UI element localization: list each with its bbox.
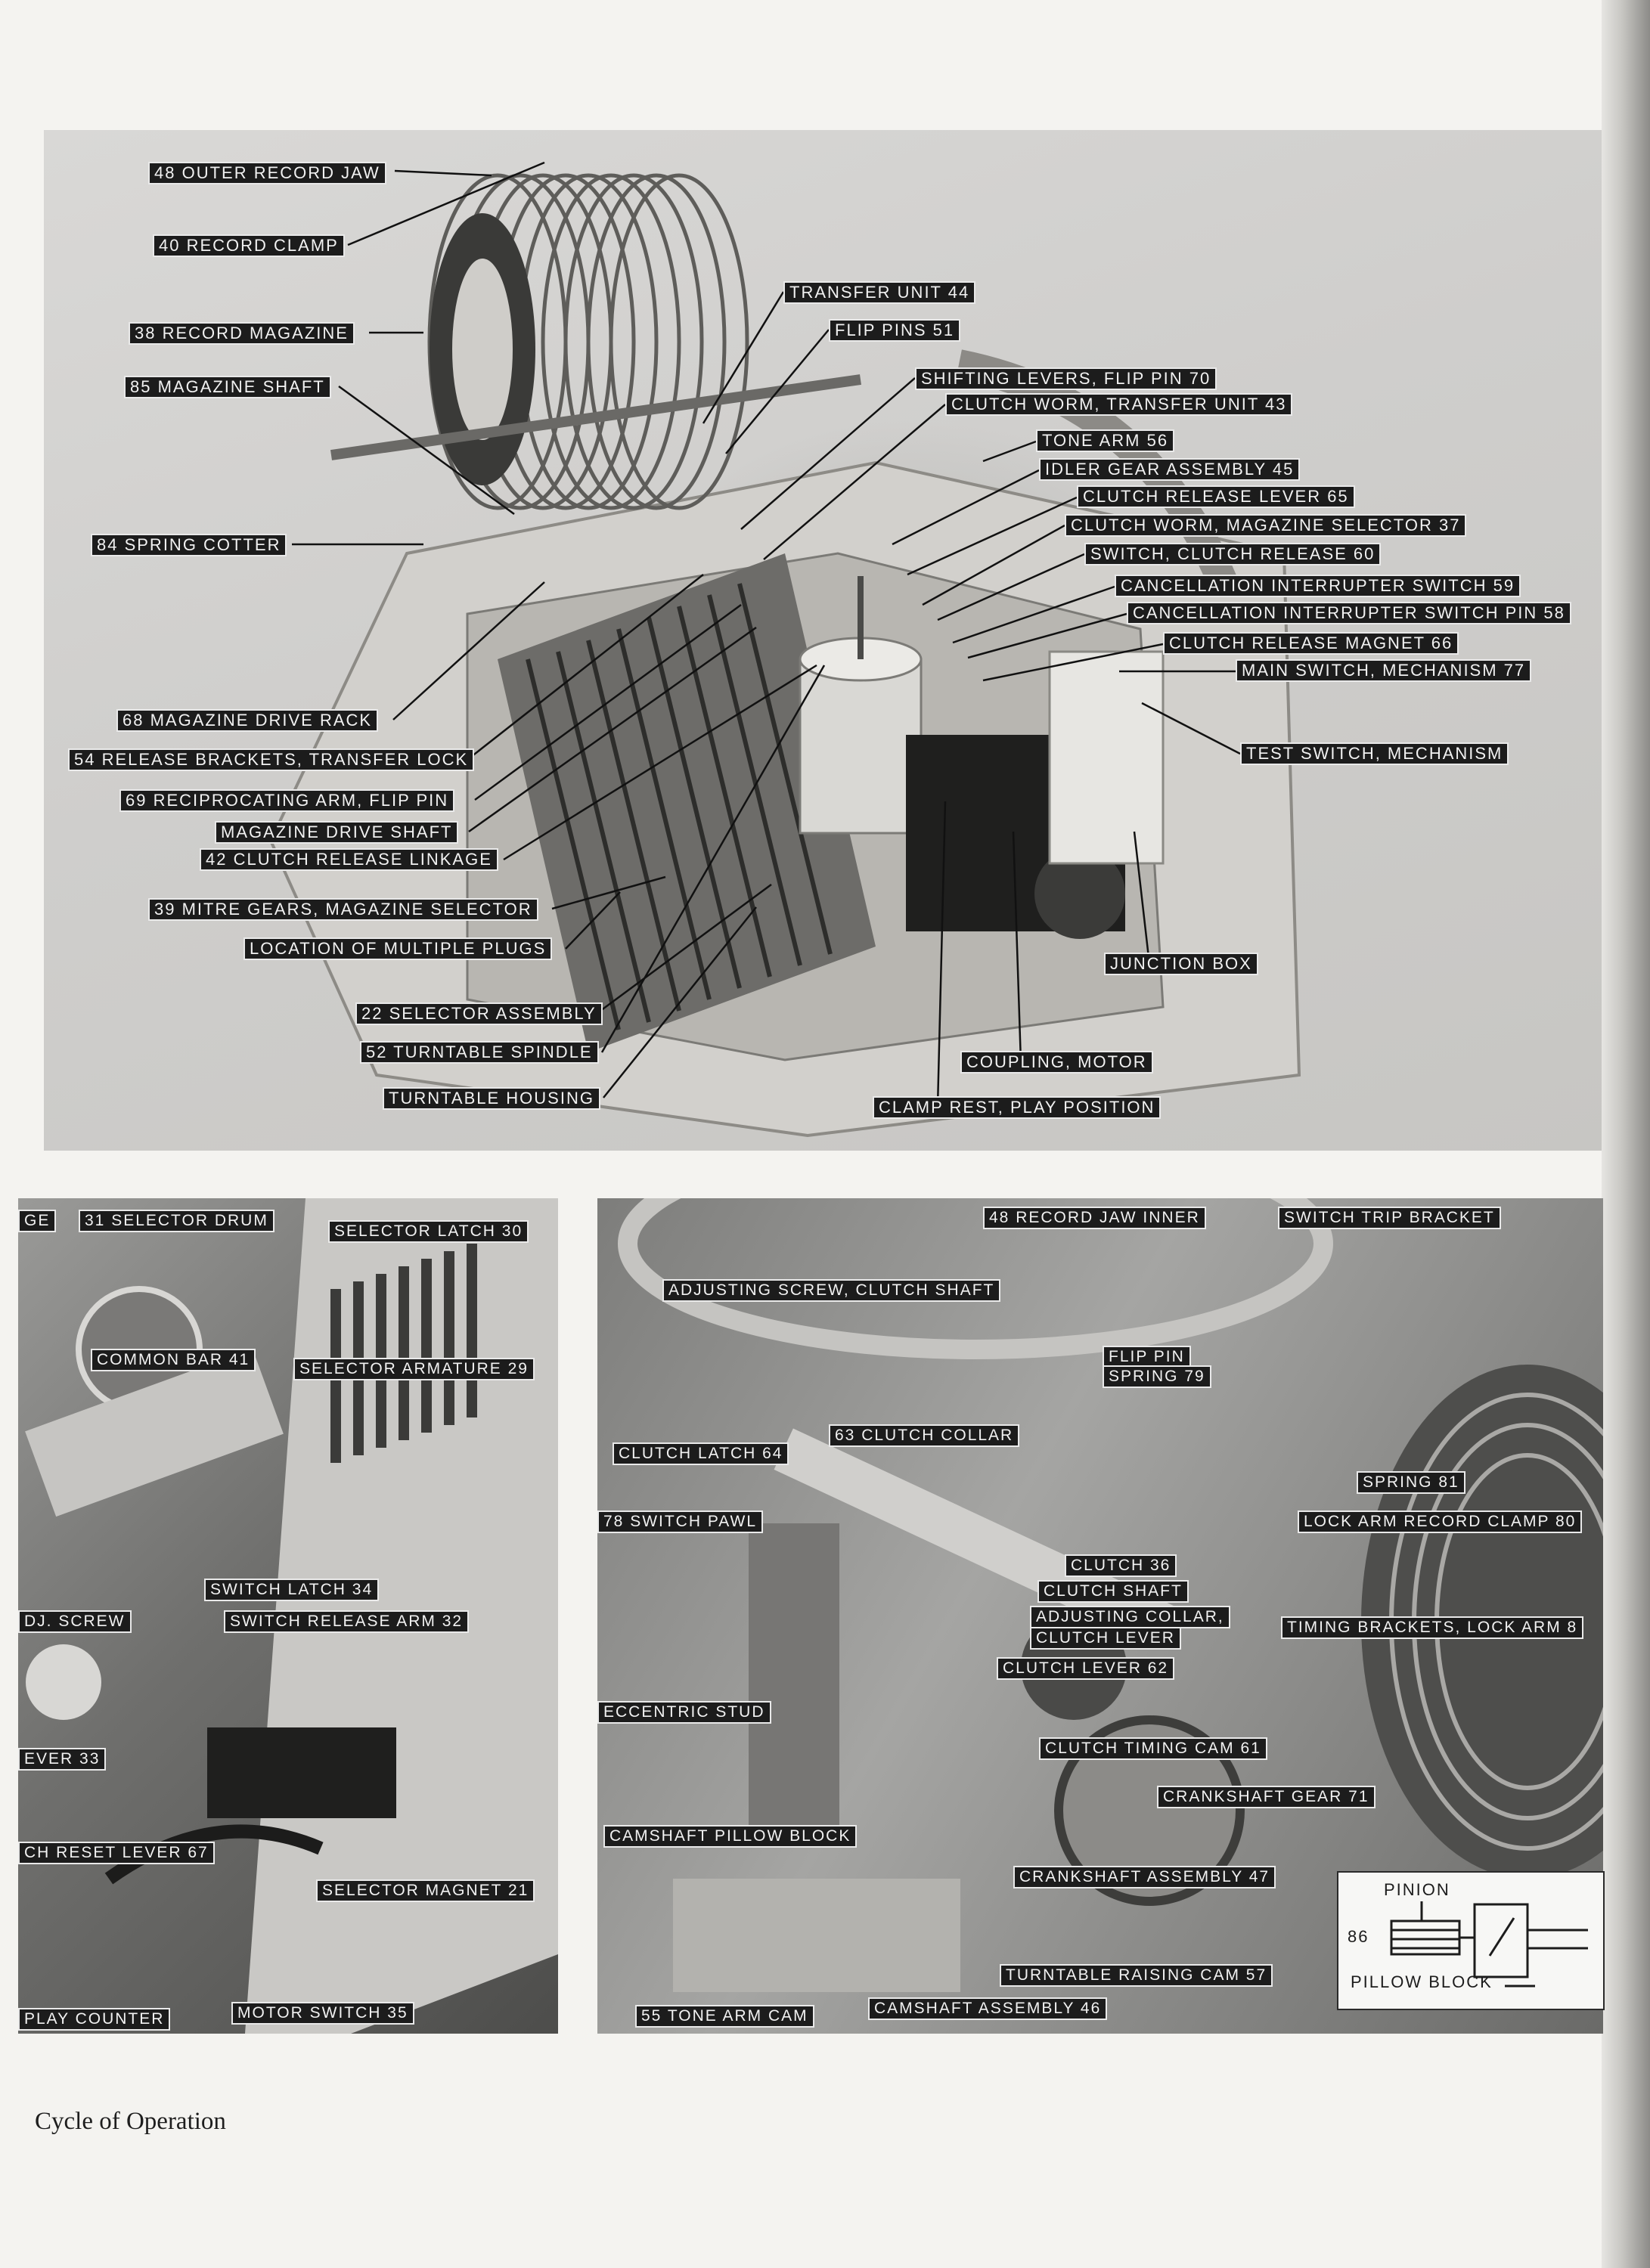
label-clutch-lever-text: CLUTCH LEVER [1030,1627,1181,1650]
label-eccentric-stud: ECCENTRIC STUD [597,1701,771,1724]
label-switch-latch: SWITCH LATCH 34 [204,1579,380,1601]
label-clutch-shaft: CLUTCH SHAFT [1037,1580,1189,1603]
inset-number-label: 86 [1348,1927,1369,1946]
label-spring-cotter: 84 SPRING COTTER [91,534,287,556]
label-lever-33: EVER 33 [18,1748,107,1771]
label-main-switch: MAIN SWITCH, MECHANISM 77 [1236,659,1532,682]
label-reciprocating-arm: 69 RECIPROCATING ARM, FLIP PIN [119,789,455,812]
label-shifting-levers: SHIFTING LEVERS, FLIP PIN 70 [915,367,1217,390]
label-play-counter: PLAY COUNTER [18,2008,171,2031]
page-caption: Cycle of Operation [35,2108,226,2135]
pinion-drawing [1390,1901,1588,1988]
label-tone-arm: TONE ARM 56 [1036,429,1175,452]
label-adj-screw: DJ. SCREW [18,1610,132,1633]
label-clutch-collar: 63 CLUTCH COLLAR [829,1424,1020,1447]
label-ge: GE [18,1210,57,1232]
label-camshaft-pillow-block: CAMSHAFT PILLOW BLOCK [603,1825,858,1848]
label-flip-pin: FLIP PIN [1103,1346,1191,1368]
label-tone-arm-cam: 55 TONE ARM CAM [635,2005,814,2028]
label-reset-lever: CH RESET LEVER 67 [18,1842,215,1864]
label-turntable-spindle: 52 TURNTABLE SPINDLE [360,1041,599,1064]
label-record-jaw-inner: 48 RECORD JAW INNER [983,1207,1206,1229]
label-selector-assembly: 22 SELECTOR ASSEMBLY [355,1002,603,1025]
label-outer-record-jaw: 48 OUTER RECORD JAW [148,162,386,184]
label-mitre-gears: 39 MITRE GEARS, MAGAZINE SELECTOR [148,898,538,921]
label-test-switch: TEST SWITCH, MECHANISM [1240,742,1509,765]
label-selector-magnet: SELECTOR MAGNET 21 [316,1879,535,1902]
label-magazine-drive-rack: 68 MAGAZINE DRIVE RACK [116,709,379,732]
label-record-magazine: 38 RECORD MAGAZINE [129,322,355,345]
label-idler-gear-assembly: IDLER GEAR ASSEMBLY 45 [1039,458,1301,481]
label-adjusting-screw: ADJUSTING SCREW, CLUTCH SHAFT [662,1279,1001,1302]
label-magazine-drive-shaft: MAGAZINE DRIVE SHAFT [215,821,459,844]
label-clutch-release-linkage: 42 CLUTCH RELEASE LINKAGE [200,848,498,871]
label-switch-clutch-release: SWITCH, CLUTCH RELEASE 60 [1084,543,1382,565]
label-adjusting-collar: ADJUSTING COLLAR, [1030,1606,1230,1628]
label-release-brackets: 54 RELEASE BRACKETS, TRANSFER LOCK [68,748,475,771]
label-crankshaft-gear: CRANKSHAFT GEAR 71 [1157,1786,1376,1808]
inset-pinion-label: PINION [1384,1880,1450,1899]
label-coupling-motor: COUPLING, MOTOR [960,1051,1153,1074]
label-clutch-timing-cam: CLUTCH TIMING CAM 61 [1039,1737,1267,1760]
label-timing-brackets: TIMING BRACKETS, LOCK ARM 8 [1281,1616,1584,1639]
inset-pillow-block-label: PILLOW BLOCK [1351,1972,1493,1991]
pinion-inset: PINION 86 PILLOW BLOCK [1337,1871,1605,2010]
label-clutch-36: CLUTCH 36 [1065,1554,1177,1577]
label-clutch-worm-magazine: CLUTCH WORM, MAGAZINE SELECTOR 37 [1065,514,1467,537]
label-cancellation-switch-pin: CANCELLATION INTERRUPTER SWITCH PIN 58 [1127,602,1571,624]
label-turntable-raising-cam: TURNTABLE RAISING CAM 57 [1000,1964,1273,1987]
label-crankshaft-assembly: CRANKSHAFT ASSEMBLY 47 [1013,1866,1276,1888]
label-junction-box: JUNCTION BOX [1104,953,1258,975]
label-motor-switch: MOTOR SWITCH 35 [231,2002,414,2025]
label-camshaft-assembly: CAMSHAFT ASSEMBLY 46 [868,1997,1108,2020]
label-switch-release-arm: SWITCH RELEASE ARM 32 [224,1610,470,1633]
label-cancellation-switch: CANCELLATION INTERRUPTER SWITCH 59 [1115,575,1521,597]
label-spring-79: SPRING 79 [1103,1365,1211,1388]
label-clutch-worm-transfer: CLUTCH WORM, TRANSFER UNIT 43 [945,393,1293,416]
label-common-bar: COMMON BAR 41 [91,1349,256,1371]
label-switch-trip-bracket: SWITCH TRIP BRACKET [1278,1207,1501,1229]
label-record-clamp: 40 RECORD CLAMP [153,234,345,257]
label-selector-latch: SELECTOR LATCH 30 [328,1220,529,1243]
label-turntable-housing: TURNTABLE HOUSING [383,1087,600,1110]
label-magazine-shaft: 85 MAGAZINE SHAFT [124,376,331,398]
label-multiple-plugs: LOCATION OF MULTIPLE PLUGS [243,937,553,960]
label-clutch-release-magnet: CLUTCH RELEASE MAGNET 66 [1163,632,1459,655]
page-edge-shadow [1602,0,1650,2268]
label-flip-pins: FLIP PINS 51 [829,319,961,342]
label-switch-pawl: 78 SWITCH PAWL [597,1510,764,1533]
label-selector-armature: SELECTOR ARMATURE 29 [293,1358,535,1380]
label-spring-81: SPRING 81 [1357,1471,1465,1494]
label-clutch-lever-62: CLUTCH LEVER 62 [997,1657,1175,1680]
label-selector-drum: 31 SELECTOR DRUM [79,1210,274,1232]
label-clamp-rest: CLAMP REST, PLAY POSITION [873,1096,1162,1119]
label-clutch-latch: CLUTCH LATCH 64 [613,1442,789,1465]
label-lock-arm-record-clamp: LOCK ARM RECORD CLAMP 80 [1298,1510,1583,1533]
label-clutch-release-lever: CLUTCH RELEASE LEVER 65 [1077,485,1355,508]
label-transfer-unit: TRANSFER UNIT 44 [783,281,976,304]
